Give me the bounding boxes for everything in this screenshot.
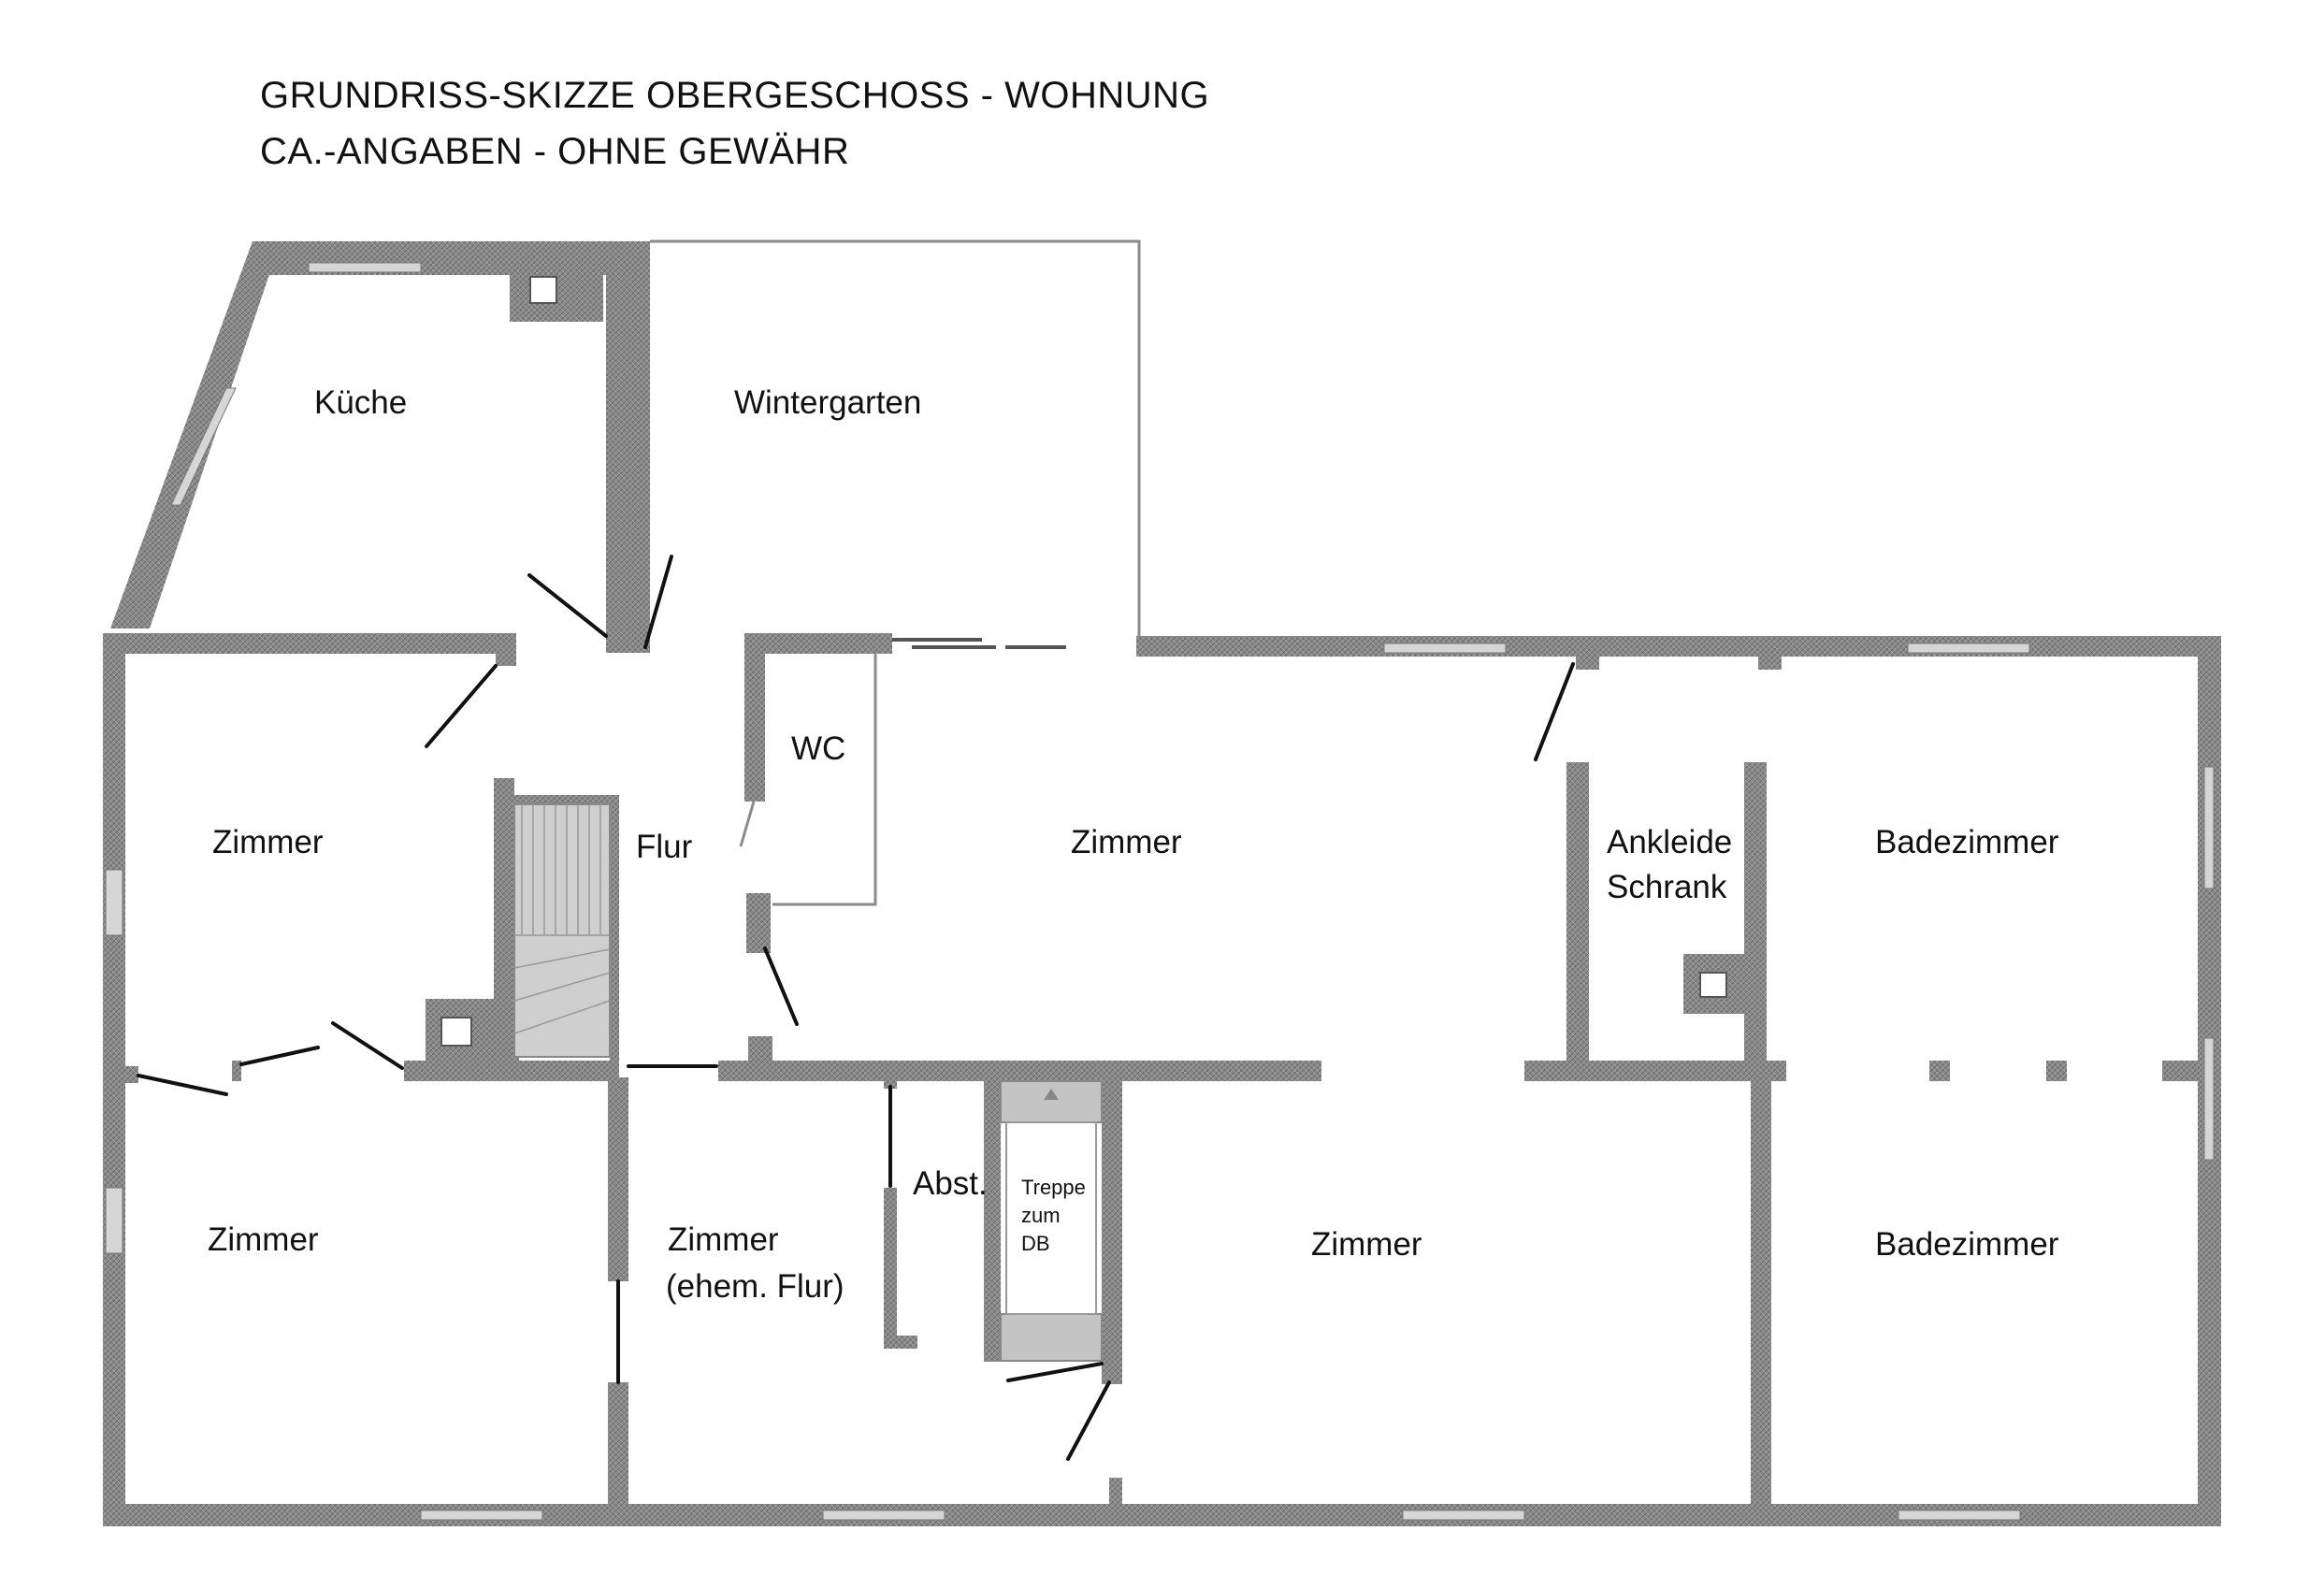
treppe-wall-bottom-left: [984, 1328, 1001, 1356]
thin-partitions: [739, 654, 877, 906]
windows: [105, 262, 2215, 1521]
abst-wall-stub: [884, 1066, 897, 1089]
mid-wall-center-stub: [748, 1036, 772, 1064]
north-wall-left: [103, 633, 516, 654]
label-zimmer-left-bottom: Zimmer: [208, 1221, 319, 1258]
door-ankleide: [1534, 662, 1575, 761]
door-kitchen-2: [643, 555, 673, 649]
label-zimmer-left-top: Zimmer: [212, 824, 324, 860]
window-south-3: [1402, 1510, 1525, 1521]
label-abst: Abst.: [913, 1165, 988, 1202]
window-kitchen-slanted: [170, 387, 237, 506]
door-treppe-2: [1066, 1380, 1111, 1461]
exterior-walls: [103, 241, 2221, 1526]
north-wall-right-stub-2: [1758, 636, 1782, 670]
wc-partition: [772, 654, 877, 906]
mid-wall-center: [718, 1061, 1321, 1081]
ankleide-wall-east: [1744, 762, 1767, 1066]
abst-wall-west: [884, 1188, 897, 1349]
window-north-right-2: [1907, 643, 2030, 654]
mid-wall-left-stub-2: [232, 1061, 241, 1081]
stair-left: [513, 803, 611, 1058]
label-zimmer-ehem-1: Zimmer: [668, 1221, 779, 1258]
wc-wall-west-lower: [746, 893, 771, 953]
door-mid-left-3: [331, 1021, 404, 1070]
label-zimmer-ehem-2: (ehem. Flur): [666, 1268, 844, 1305]
label-wc: WC: [791, 730, 845, 767]
window-kitchen-north: [308, 262, 422, 273]
label-badezimmer-top: Badezimmer: [1875, 824, 2059, 860]
door-kitchen-1: [527, 573, 608, 638]
wall-zimmer-flur-upper: [608, 1077, 628, 1281]
window-west-2: [105, 1187, 123, 1254]
label-ankleide-1: Ankleide: [1607, 824, 1732, 860]
label-treppe-1: Treppe: [1021, 1176, 1086, 1199]
door-mid-left-2: [239, 1046, 320, 1066]
window-south-2: [822, 1510, 945, 1521]
label-zimmer-center: Zimmer: [1071, 824, 1182, 860]
wall-zimmer-flur-lower: [608, 1382, 628, 1526]
label-ankleide-2: Schrank: [1607, 869, 1727, 905]
title-line-2: CA.-ANGABEN - OHNE GEWÄHR: [260, 131, 850, 172]
sliding-doors: [892, 638, 1066, 649]
window-south-1: [420, 1510, 543, 1521]
door-swings: [137, 555, 1575, 1461]
kitchen-slanted-wall: [110, 241, 281, 628]
wc-door-leaf: [739, 801, 756, 847]
mid-wall-left-stub: [125, 1066, 138, 1083]
bath-pier-1: [1929, 1061, 1950, 1081]
north-wall-right: [1136, 636, 2221, 657]
window-east-1: [2203, 766, 2215, 889]
window-west-1: [105, 869, 123, 936]
interior-walls: [125, 633, 2198, 1526]
label-wintergarten: Wintergarten: [734, 384, 921, 421]
kitchen-east-wall: [606, 241, 650, 653]
room-labels: Küche Wintergarten Zimmer Flur WC Zimmer…: [208, 384, 2059, 1305]
mid-wall-left: [404, 1061, 619, 1081]
bath-pier-3: [2162, 1061, 2198, 1081]
stair-wall-top: [494, 795, 619, 804]
chimney-opening-2: [440, 1017, 472, 1047]
bath-separator-wall: [1751, 1076, 1771, 1526]
label-kueche: Küche: [314, 384, 407, 421]
title-line-1: GRUNDRISS-SKIZZE OBERGESCHOSS - WOHNUNG: [260, 75, 1210, 116]
window-south-4: [1898, 1510, 2021, 1521]
chimney-opening-3: [1699, 972, 1727, 998]
door-zimmer-top-left: [425, 664, 498, 748]
window-north-right-1: [1383, 643, 1507, 654]
window-east-2: [2203, 1037, 2215, 1161]
north-wall-left-stub: [496, 633, 516, 666]
abst-wall-bottom: [884, 1336, 917, 1349]
title-block: GRUNDRISS-SKIZZE OBERGESCHOSS - WOHNUNG …: [260, 67, 1209, 180]
bath-pier-2: [2046, 1061, 2067, 1081]
label-badezimmer-bottom: Badezimmer: [1875, 1226, 2059, 1263]
wc-wall-top: [744, 633, 892, 654]
stair-db: [1000, 1080, 1103, 1362]
west-wall: [103, 633, 125, 1526]
treppe-wall-east: [1102, 1076, 1122, 1384]
stair-wall-east: [610, 795, 619, 1077]
door-mid-left-1: [137, 1074, 228, 1096]
ankleide-wall-west: [1566, 762, 1589, 1066]
north-wall-right-stub-1: [1576, 636, 1599, 670]
label-zimmer-bottom-center: Zimmer: [1311, 1226, 1422, 1263]
door-treppe-1: [1006, 1362, 1104, 1382]
chimney-opening-1: [529, 276, 557, 304]
wc-wall-west: [744, 633, 765, 802]
south-pier: [1109, 1478, 1122, 1506]
treppe-wall-west: [984, 1076, 1001, 1362]
wintergarten-outline: [650, 239, 1141, 638]
label-treppe-2: zum: [1021, 1204, 1061, 1227]
ankleide-wall-bottom: [1524, 1061, 1786, 1081]
label-flur: Flur: [636, 829, 693, 865]
door-wc: [763, 946, 799, 1026]
label-treppe-3: DB: [1021, 1232, 1050, 1255]
